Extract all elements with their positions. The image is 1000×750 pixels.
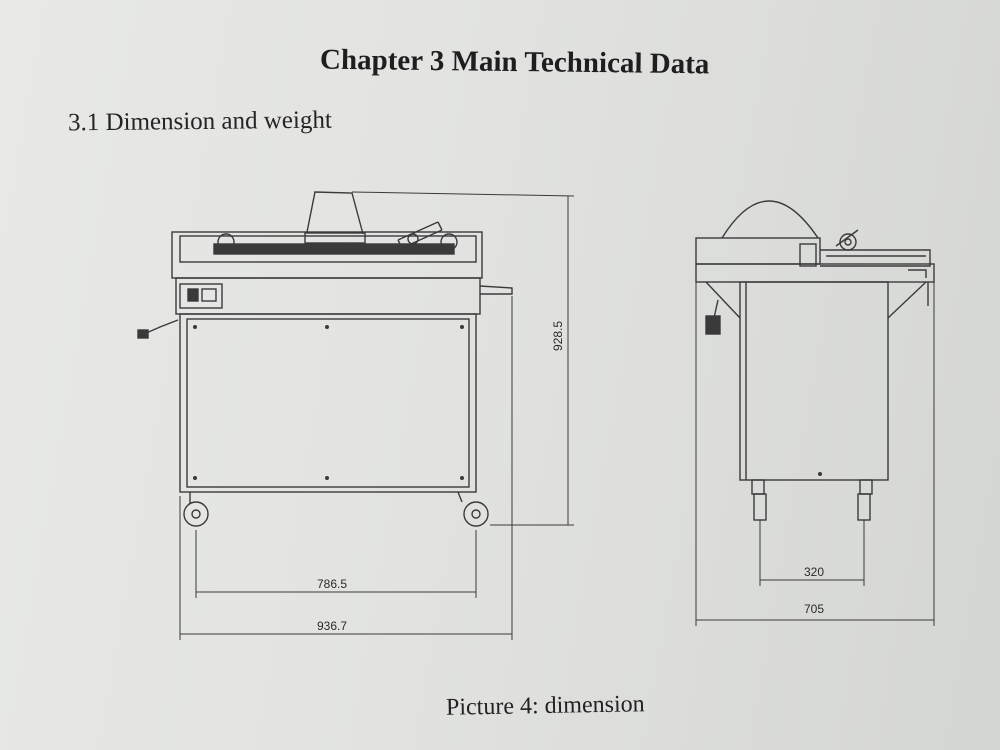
front-view-machine	[137, 191, 513, 527]
front-view-dimensions	[179, 191, 575, 640]
figure-caption: Picture 4: dimension	[445, 691, 645, 721]
side-view-dimensions	[695, 282, 935, 626]
outer-width-dimension-label: 936.7	[317, 619, 347, 633]
total-depth-dimension-label: 705	[804, 602, 824, 616]
height-dimension-label: 928.5	[551, 321, 565, 351]
side-view-machine	[695, 200, 935, 521]
inner-width-dimension-label: 786.5	[317, 577, 347, 591]
wheel-spacing-dimension-label: 320	[804, 565, 824, 579]
